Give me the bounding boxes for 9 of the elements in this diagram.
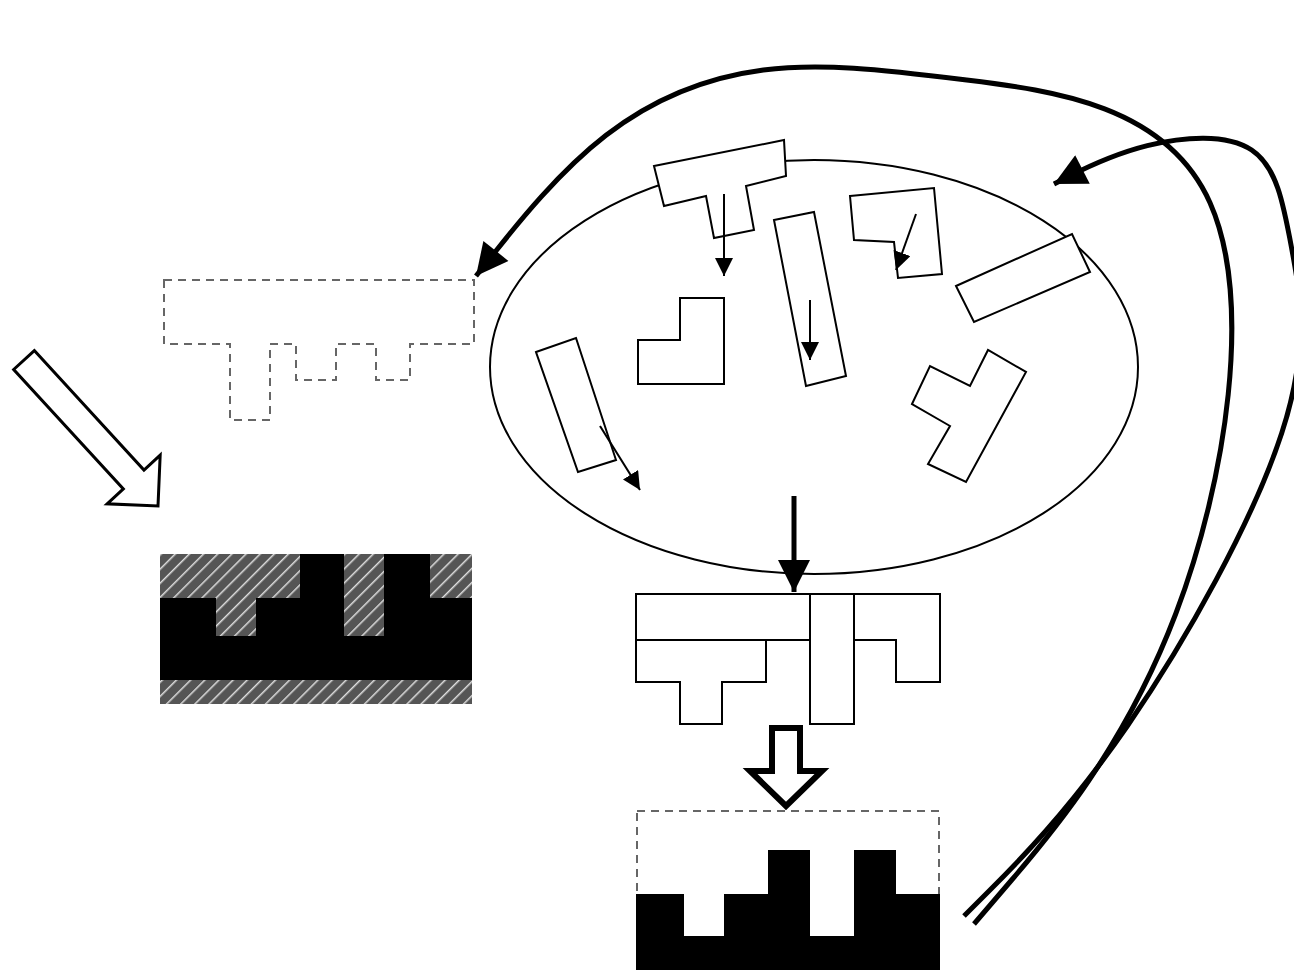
dashed-target-outline <box>164 280 474 420</box>
arrow <box>962 135 1294 918</box>
arrow <box>474 64 1234 926</box>
arrow <box>778 496 810 592</box>
hollow-block-arrow <box>11 348 162 508</box>
hatched-filled-shape-drawing <box>160 554 472 704</box>
assembled-pieces-drawing <box>636 594 940 726</box>
hollow-block-arrow <box>742 725 830 811</box>
filled-result-shape-drawing <box>636 810 940 970</box>
